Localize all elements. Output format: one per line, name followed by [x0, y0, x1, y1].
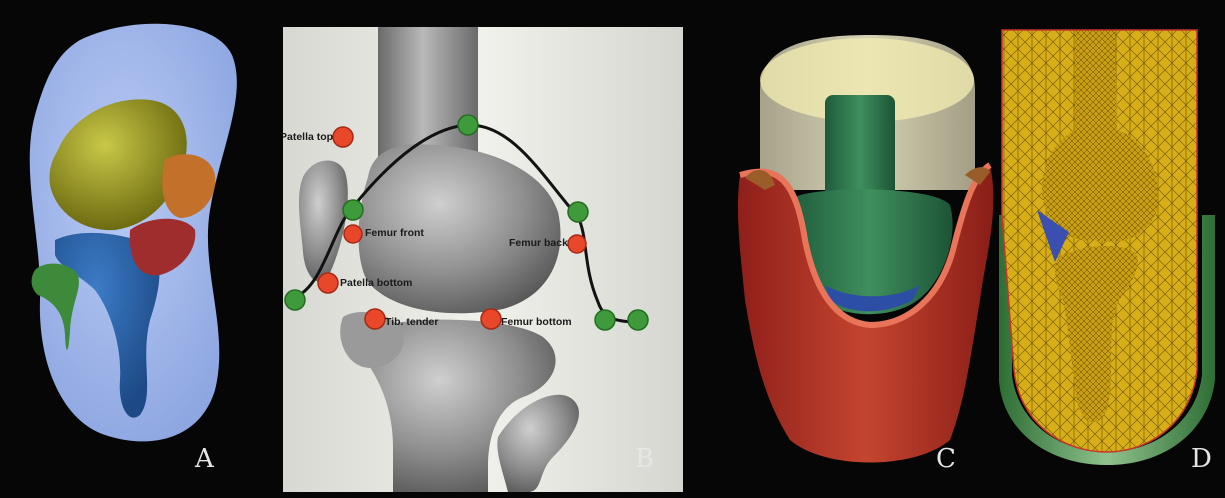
landmark-green — [343, 200, 363, 220]
landmark-green — [285, 290, 305, 310]
label-patella-top: Patella top — [283, 131, 333, 143]
panel-label-d: D — [1191, 446, 1212, 472]
landmark-femur-back — [568, 235, 586, 253]
panel-a-render — [0, 0, 250, 498]
landmark-patella-top — [333, 127, 353, 147]
panel-b-render: Patella top Femur front Femur back Patel… — [283, 27, 683, 492]
landmark-tibia-tender — [365, 309, 385, 329]
label-femur-bottom: Femur bottom — [501, 316, 572, 328]
label-patella-bottom: Patella bottom — [340, 277, 412, 289]
panel-b: Patella top Femur front Femur back Patel… — [283, 27, 683, 492]
panel-label-c: C — [936, 446, 956, 472]
landmark-femur-bottom — [481, 309, 501, 329]
panel-a: A — [0, 0, 250, 498]
panel-label-b: B — [635, 446, 654, 472]
panel-d-render — [997, 0, 1225, 498]
landmark-green — [628, 310, 648, 330]
panel-c: C — [735, 0, 1000, 498]
landmark-green — [458, 115, 478, 135]
label-tibia-tender: Tib. tender — [385, 316, 438, 328]
panel-c-render — [735, 0, 1000, 498]
landmark-green — [568, 202, 588, 222]
landmark-patella-bottom — [318, 273, 338, 293]
landmark-green — [595, 310, 615, 330]
panel-label-a: A — [195, 446, 214, 472]
panel-d: D — [997, 0, 1225, 498]
landmark-femur-front — [344, 225, 362, 243]
label-femur-back: Femur back — [509, 237, 568, 249]
label-femur-front: Femur front — [365, 227, 424, 239]
